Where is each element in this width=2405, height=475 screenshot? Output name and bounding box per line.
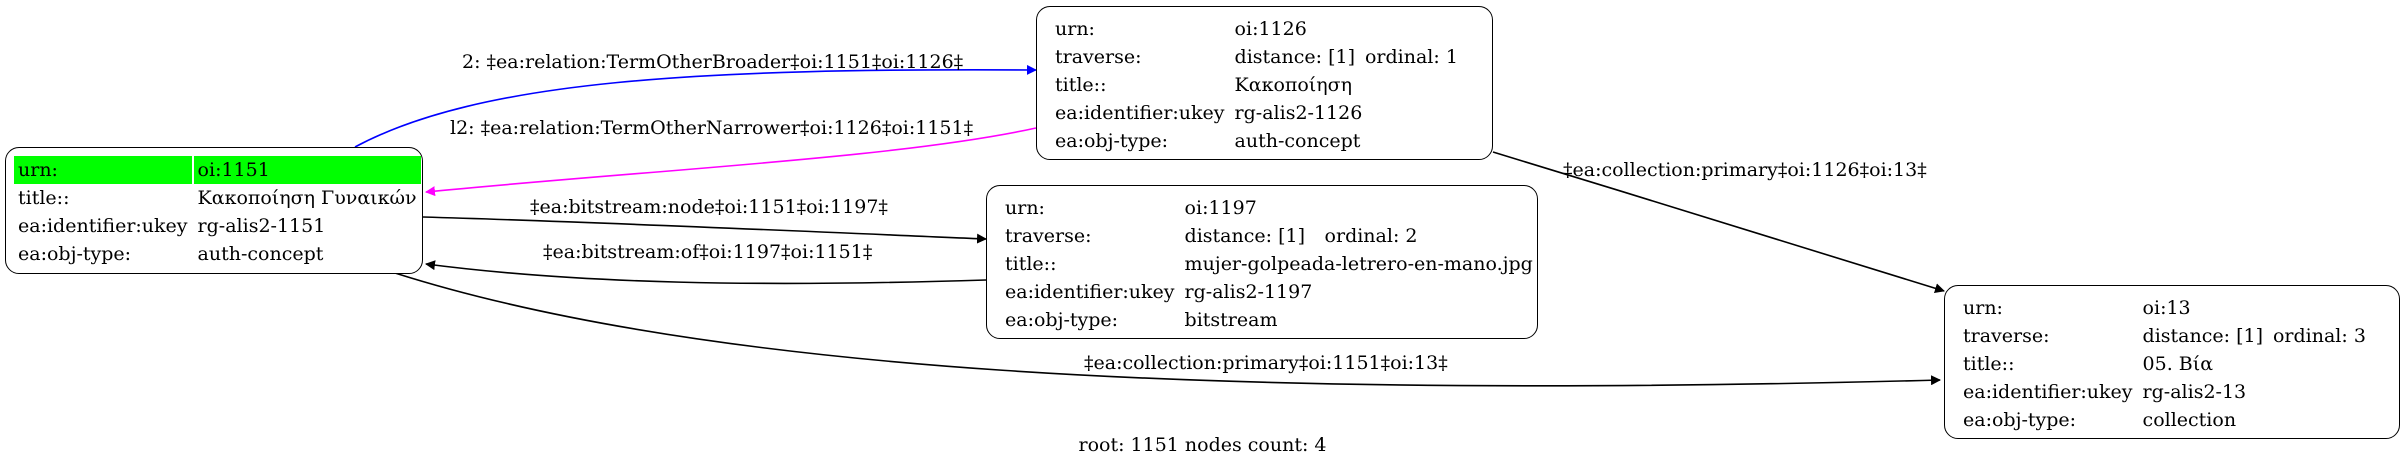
row-value: rg-alis2-13 bbox=[2142, 381, 2247, 403]
row-value: oi:13 bbox=[2142, 297, 2191, 319]
row-value: oi:1197 bbox=[1184, 197, 1257, 219]
edge-bitstream-of bbox=[425, 260, 987, 285]
row-key: traverse: bbox=[1055, 46, 1142, 68]
row-ordinal: ordinal: 2 bbox=[1324, 225, 1418, 247]
row-key: title:: bbox=[1963, 353, 2015, 375]
row-key: traverse: bbox=[1005, 225, 1092, 247]
row-value: collection bbox=[2142, 409, 2237, 431]
node-row-urn: urn: oi:1126 bbox=[1051, 15, 1462, 43]
row-key: ea:obj-type: bbox=[1963, 409, 2077, 431]
row-value: bitstream bbox=[1184, 309, 1278, 331]
row-key: urn: bbox=[1963, 297, 2003, 319]
row-value: rg-alis2-1151 bbox=[197, 215, 326, 237]
row-key: urn: bbox=[14, 156, 192, 184]
row-value: auth-concept bbox=[197, 243, 324, 265]
node-row-urn: urn: oi:13 bbox=[1959, 294, 2370, 322]
row-value: Κακοποίηση bbox=[1234, 74, 1352, 96]
row-key: ea:obj-type: bbox=[1055, 130, 1169, 152]
node-row-urn: urn: oi:1197 bbox=[1001, 194, 1537, 222]
node-row-title: title:: mujer-golpeada-letrero-en-mano.j… bbox=[1001, 250, 1537, 278]
graph-footer-caption: root: 1151 nodes count: 4 bbox=[1078, 434, 1327, 456]
node-row-traverse: traverse: distance: [1] ordinal: 1 bbox=[1051, 43, 1462, 71]
row-key: ea:identifier:ukey bbox=[1055, 102, 1225, 124]
node-row-obj-type: ea:obj-type: bitstream bbox=[1001, 306, 1537, 334]
row-key: ea:obj-type: bbox=[1005, 309, 1119, 331]
node-row-traverse: traverse: distance: [1] ordinal: 3 bbox=[1959, 322, 2370, 350]
row-ordinal: ordinal: 3 bbox=[2272, 325, 2366, 347]
row-key: urn: bbox=[1005, 197, 1045, 219]
edge-label-bitstream-of: ‡ea:bitstream:of‡oi:1197‡oi:1151‡ bbox=[543, 241, 872, 263]
edge-label-bitstream-node: ‡ea:bitstream:node‡oi:1151‡oi:1197‡ bbox=[530, 196, 888, 218]
row-value: rg-alis2-1126 bbox=[1234, 102, 1363, 124]
row-value: oi:1151 bbox=[193, 156, 421, 184]
node-row-title: title:: Κακοποίηση bbox=[1051, 71, 1462, 99]
row-value: Κακοποίηση Γυναικών bbox=[197, 187, 417, 209]
edge-narrower bbox=[425, 127, 1037, 197]
row-key: title:: bbox=[1055, 74, 1107, 96]
row-key: traverse: bbox=[1963, 325, 2050, 347]
row-value: distance: [1] bbox=[1234, 46, 1355, 68]
node-row-title: title:: Κακοποίηση Γυναικών bbox=[14, 184, 421, 212]
edge-broader bbox=[354, 64, 1037, 148]
node-13[interactable]: urn: oi:13 traverse: distance: [1] ordin… bbox=[1944, 285, 2400, 439]
node-row-urn: urn: oi:1151 bbox=[14, 156, 421, 184]
edge-label-broader: 2: ‡ea:relation:TermOtherBroader‡oi:1151… bbox=[462, 51, 963, 73]
row-key: ea:identifier:ukey bbox=[1005, 281, 1175, 303]
node-1151[interactable]: urn: oi:1151 title:: Κακοποίηση Γυναικών… bbox=[5, 147, 423, 274]
row-key: ea:obj-type: bbox=[18, 243, 132, 265]
row-value: mujer-golpeada-letrero-en-mano.jpg bbox=[1184, 253, 1533, 275]
edge-label-narrower: l2: ‡ea:relation:TermOtherNarrower‡oi:11… bbox=[450, 117, 973, 139]
row-key: urn: bbox=[1055, 18, 1095, 40]
row-value: distance: [1] bbox=[1184, 225, 1305, 247]
row-key: title:: bbox=[18, 187, 70, 209]
edge-collection-1151 bbox=[394, 272, 1941, 387]
node-row-obj-type: ea:obj-type: auth-concept bbox=[14, 240, 421, 268]
row-value: 05. Βία bbox=[2142, 353, 2214, 375]
row-value: oi:1126 bbox=[1234, 18, 1307, 40]
node-row-obj-type: ea:obj-type: auth-concept bbox=[1051, 127, 1462, 155]
node-row-obj-type: ea:obj-type: collection bbox=[1959, 406, 2370, 434]
row-value: rg-alis2-1197 bbox=[1184, 281, 1313, 303]
row-value: distance: [1] bbox=[2142, 325, 2263, 347]
edge-bitstream-node bbox=[422, 216, 987, 244]
node-row-traverse: traverse: distance: [1] ordinal: 2 bbox=[1001, 222, 1537, 250]
node-1197[interactable]: urn: oi:1197 traverse: distance: [1] ord… bbox=[986, 185, 1538, 339]
node-row-title: title:: 05. Βία bbox=[1959, 350, 2370, 378]
row-value: auth-concept bbox=[1234, 130, 1361, 152]
row-key: ea:identifier:ukey bbox=[18, 215, 188, 237]
node-row-ukey: ea:identifier:ukey rg-alis2-1197 bbox=[1001, 278, 1537, 306]
row-ordinal: ordinal: 1 bbox=[1364, 46, 1458, 68]
edge-collection-1126 bbox=[1492, 151, 1945, 294]
node-row-ukey: ea:identifier:ukey rg-alis2-1151 bbox=[14, 212, 421, 240]
node-1126[interactable]: urn: oi:1126 traverse: distance: [1] ord… bbox=[1036, 6, 1493, 160]
node-row-ukey: ea:identifier:ukey rg-alis2-13 bbox=[1959, 378, 2370, 406]
edge-label-collection-1126: ‡ea:collection:primary‡oi:1126‡oi:13‡ bbox=[1563, 159, 1927, 181]
row-key: ea:identifier:ukey bbox=[1963, 381, 2133, 403]
edge-label-collection-1151: ‡ea:collection:primary‡oi:1151‡oi:13‡ bbox=[1084, 352, 1448, 374]
node-row-ukey: ea:identifier:ukey rg-alis2-1126 bbox=[1051, 99, 1462, 127]
row-key: title:: bbox=[1005, 253, 1057, 275]
